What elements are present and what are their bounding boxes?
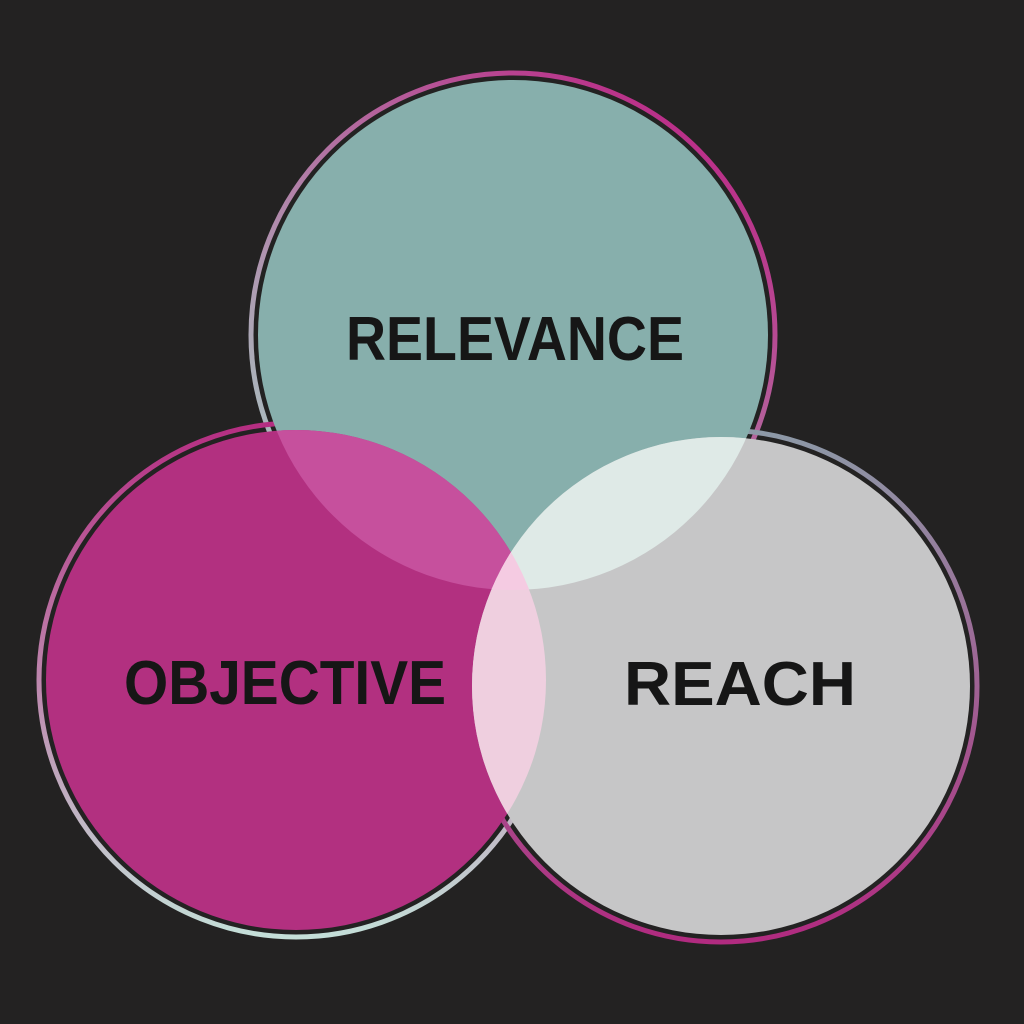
reach-label: REACH bbox=[624, 650, 856, 719]
objective-label: OBJECTIVE bbox=[124, 649, 446, 718]
relevance-objective-overlap bbox=[258, 430, 546, 590]
relevance-reach-overlap bbox=[472, 437, 768, 590]
relevance-label: RELEVANCE bbox=[346, 305, 684, 374]
